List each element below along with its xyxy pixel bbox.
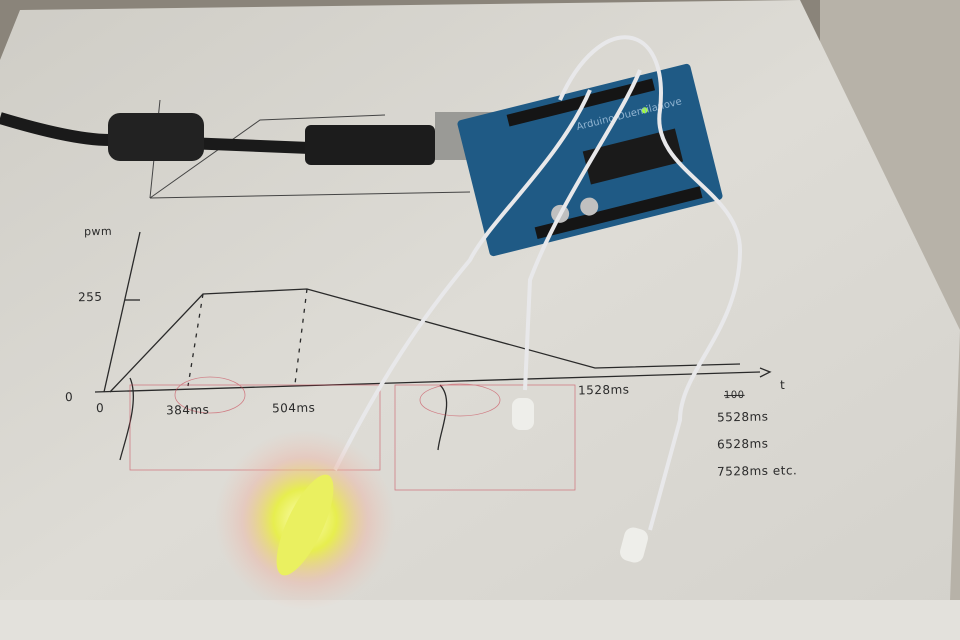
- x-origin-label: 0: [95, 400, 105, 416]
- usb-plug: [305, 125, 435, 165]
- hand-drawn-graph: [94, 231, 772, 461]
- repeat-time-1: 5528ms: [716, 409, 769, 425]
- x-tick-384: 384ms: [165, 402, 210, 418]
- x-tick-504: 504ms: [271, 400, 316, 416]
- repeat-time-2: 6528ms: [716, 436, 769, 452]
- repeat-time-3: 7528ms etc.: [716, 463, 798, 479]
- x-axis-label: t: [779, 377, 786, 393]
- y-origin-label: 0: [64, 389, 74, 405]
- x-tick-1528: 1528ms: [577, 382, 630, 398]
- jumper-wires: [333, 35, 743, 531]
- y-axis-label: pwm: [83, 224, 113, 239]
- ferrite-bead: [108, 113, 204, 161]
- struck-value: 100: [723, 389, 745, 402]
- paper-sheet: [0, 0, 960, 620]
- y-axis: [103, 231, 141, 393]
- y-tick-255: 255: [77, 289, 103, 305]
- unlit-led-2: [620, 527, 648, 563]
- unlit-led-1: [512, 398, 534, 430]
- usb-cable: [0, 112, 311, 154]
- lit-led: [276, 474, 334, 576]
- x-axis: [94, 371, 761, 393]
